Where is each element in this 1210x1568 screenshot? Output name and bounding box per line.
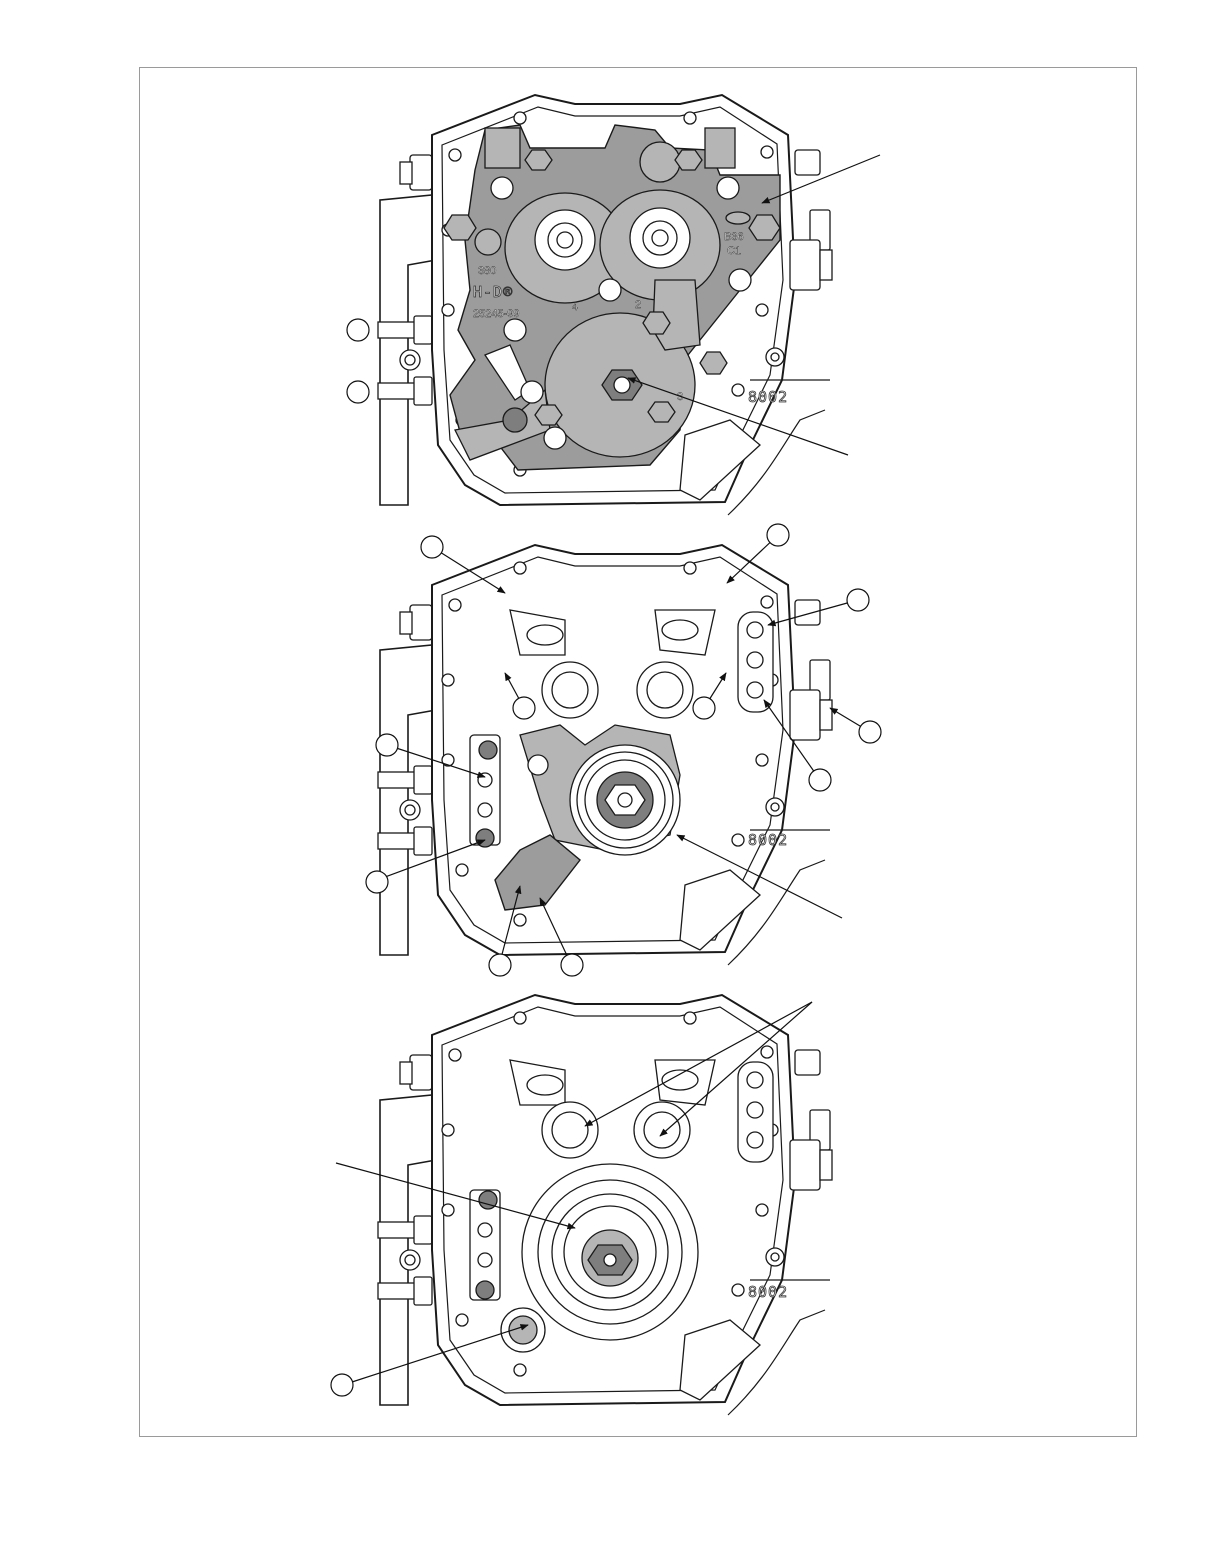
callouts-figure-2 xyxy=(365,523,882,977)
callout-circle xyxy=(330,1373,354,1397)
stamp-hd: H-D® xyxy=(473,283,513,301)
leader-oil-pump xyxy=(627,377,849,456)
plate-markings: 380 H-D® 25245-99 4 2 3 B36 C1 xyxy=(473,211,751,403)
stamp-2: 2 xyxy=(635,299,641,311)
leaders-figure-2 xyxy=(376,534,871,963)
callout-circle xyxy=(346,318,370,342)
leaders-figure-3 xyxy=(335,1001,813,1383)
stamp-part-number: 25245-99 xyxy=(473,308,520,320)
figure-2-oil-pump: 8002 xyxy=(377,544,833,966)
stamp-4: 4 xyxy=(572,301,578,313)
figure-3-crankcase: 8002 xyxy=(377,994,833,1416)
leader-cam-plate xyxy=(761,154,881,204)
stamp-b36: B36 xyxy=(724,231,744,243)
casting-number-2: 8002 xyxy=(748,831,788,849)
stamp-380: 380 xyxy=(478,265,496,277)
stamp-c1: C1 xyxy=(727,245,741,257)
illustration-frame xyxy=(139,67,1137,1437)
callout-circle xyxy=(346,380,370,404)
stamp-3: 3 xyxy=(677,391,683,403)
figure-1-cam-plate: 380 H-D® 25245-99 4 2 3 B36 C1 8002 xyxy=(377,94,833,516)
casting-number-3: 8002 xyxy=(748,1283,788,1301)
casting-number-1: 8002 xyxy=(748,388,788,406)
